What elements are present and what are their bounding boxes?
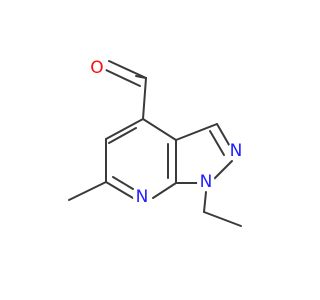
bond-c4-c5-inner <box>108 127 137 144</box>
bond-c3a-c4 <box>142 118 177 141</box>
pyridine-n7-atom-label: N <box>136 187 149 207</box>
pyrazole-n2-atom-label: N <box>230 141 243 161</box>
bond-n1-ch2 <box>203 191 207 213</box>
bond-n7-c7a <box>152 182 177 199</box>
oxygen-atom-label: O <box>90 58 103 78</box>
bond-aldehyde-c-o-1 <box>108 60 147 79</box>
bond-c3-n2-inner <box>209 130 225 156</box>
bond-aldehyde-to-ring <box>142 77 147 120</box>
bond-aldehyde-c-o-2 <box>105 69 141 87</box>
bond-c3a-c3 <box>175 123 218 141</box>
bond-layer <box>68 60 242 227</box>
molecule-structure-diagram: O N N N <box>68 58 245 227</box>
bond-c4-c5 <box>105 118 144 140</box>
bond-c6-n7-inner <box>112 176 134 190</box>
pyrazole-n1-atom-label: N <box>200 172 213 192</box>
atom-label-layer: O N N N <box>88 58 245 207</box>
bond-aldehyde-c-h <box>135 75 147 79</box>
bond-ch2-ch3 <box>203 211 242 227</box>
bond-methyl <box>68 181 107 201</box>
bond-c6-n7 <box>105 181 134 199</box>
